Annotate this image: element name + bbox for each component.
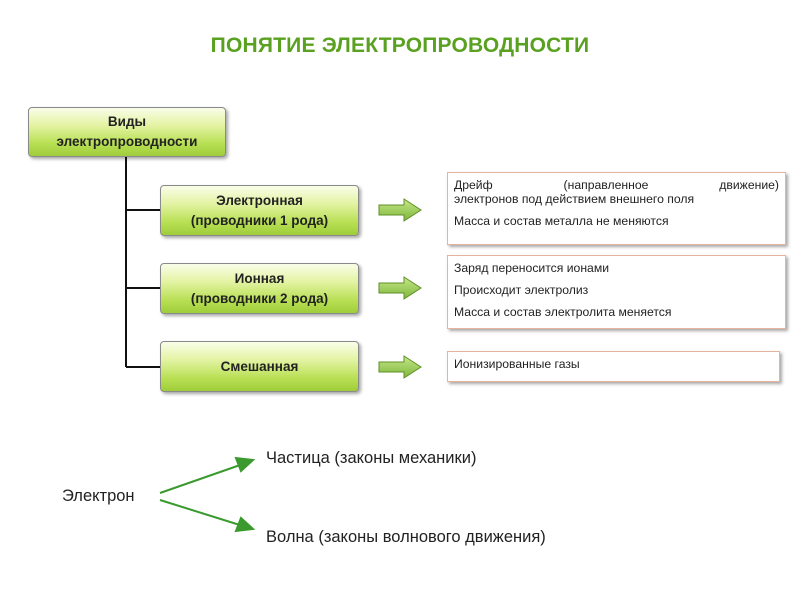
type-box-mixed: Смешанная	[160, 341, 359, 392]
description-line: Происходит электролиз	[454, 283, 589, 297]
type-box-electronic: Электронная (проводники 1 рода)	[160, 185, 359, 236]
electron-label: Электрон	[62, 487, 135, 505]
arrow-icon-particle	[159, 456, 256, 494]
type-sublabel: (проводники 2 рода)	[190, 290, 329, 306]
particle-label: Частица (законы механики)	[266, 449, 477, 467]
type-box-ionic: Ионная (проводники 2 рода)	[160, 263, 359, 314]
root-line2: электропроводности	[56, 134, 198, 149]
tree-connector	[125, 157, 160, 368]
description-line: Ионизированные газы	[454, 357, 580, 371]
description-line: Заряд переносится ионами	[454, 261, 610, 275]
description-box-ionic: Заряд переносится ионами Происходит элек…	[447, 255, 786, 329]
type-sublabel: (проводники 1 рода)	[190, 212, 329, 228]
page-title: ПОНЯТИЕ ЭЛЕКТРОПРОВОДНОСТИ	[210, 34, 590, 57]
type-label: Ионная	[234, 270, 285, 286]
description-line: электронов под действием внешнего поля	[454, 192, 695, 206]
root-box: Виды электропроводности	[28, 107, 226, 157]
type-label: Смешанная	[220, 358, 299, 374]
arrow-icon-wave	[159, 499, 256, 533]
type-label: Электронная	[216, 192, 303, 208]
description-line: Масса и состав металла не меняются	[454, 214, 669, 228]
arrow-icon-ionic	[378, 276, 422, 300]
description-line: Дрейф (направленное движение)	[454, 178, 779, 192]
description-box-mixed: Ионизированные газы	[447, 351, 780, 382]
arrow-icon-mixed	[378, 355, 422, 379]
description-box-electronic: Дрейф (направленное движение) электронов…	[447, 172, 786, 245]
wave-label: Волна (законы волнового движения)	[266, 528, 546, 546]
root-line1: Виды	[107, 114, 147, 130]
description-line: Масса и состав электролита меняется	[454, 305, 672, 319]
arrow-icon-electronic	[378, 198, 422, 222]
